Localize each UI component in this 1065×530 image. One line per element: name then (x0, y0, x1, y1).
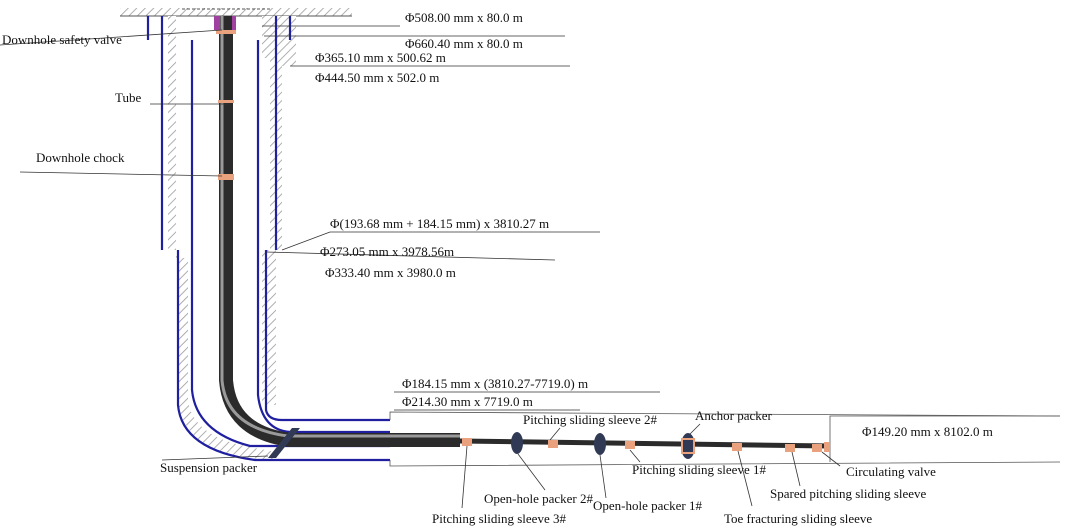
label-casing-508: Φ508.00 mm x 80.0 m (405, 10, 523, 25)
open-hole-packer-1-icon (594, 433, 606, 455)
label-casing-214: Φ214.30 mm x 7719.0 m (402, 394, 533, 409)
label-casing-333: Φ333.40 mm x 3980.0 m (325, 265, 456, 280)
downhole-chock-band (218, 174, 234, 180)
circulating-valve-icon (824, 442, 830, 452)
sleeve-bands (462, 438, 822, 452)
label-open-hole-packer-2: Open-hole packer 2# (484, 491, 594, 506)
label-casing-660: Φ660.40 mm x 80.0 m (405, 36, 523, 51)
label-pitching-sleeve-3: Pitching sliding sleeve 3# (432, 511, 566, 526)
anchor-packer-icon (681, 433, 695, 459)
label-circulating-valve: Circulating valve (846, 464, 936, 479)
formation-right (262, 16, 296, 405)
label-downhole-chock: Downhole chock (36, 150, 125, 165)
open-hole-packer-2-icon (511, 432, 523, 454)
label-toe-fracturing-sleeve: Toe fracturing sliding sleeve (724, 511, 872, 526)
label-casing-273: Φ273.05 mm x 3978.56m (320, 244, 454, 259)
label-tube: Tube (115, 90, 141, 105)
anchor-packer-ring (681, 438, 695, 454)
label-casing-184: Φ184.15 mm x (3810.27-7719.0) m (402, 376, 588, 391)
suspension-packer-icon (268, 428, 300, 458)
label-spared-pitching-sleeve: Spared pitching sliding sleeve (770, 486, 927, 501)
label-casing-193: Φ(193.68 mm + 184.15 mm) x 3810.27 m (330, 216, 549, 231)
label-casing-365: Φ365.10 mm x 500.62 m (315, 50, 446, 65)
label-casing-149: Φ149.20 mm x 8102.0 m (862, 424, 993, 439)
hole-toe (829, 415, 1060, 462)
tube-band (218, 100, 234, 103)
label-anchor-packer: Anchor packer (695, 408, 773, 423)
label-casing-444: Φ444.50 mm x 502.0 m (315, 70, 439, 85)
safety-valve-body (214, 16, 220, 30)
formation-left (140, 16, 275, 462)
safety-valve-stem (232, 16, 236, 30)
open-hole-boundary (389, 411, 1061, 420)
safety-valve-band (216, 30, 236, 34)
label-open-hole-packer-1: Open-hole packer 1# (593, 498, 703, 513)
label-pitching-sleeve-2: Pitching sliding sleeve 2# (523, 412, 657, 427)
label-suspension-packer: Suspension packer (160, 460, 258, 475)
label-pitching-sleeve-1: Pitching sliding sleeve 1# (632, 462, 766, 477)
label-downhole-safety-valve: Downhole safety valve (2, 32, 122, 47)
leader-lines (0, 25, 841, 509)
ground-surface (120, 8, 352, 16)
production-tube-highlight (220, 16, 460, 438)
